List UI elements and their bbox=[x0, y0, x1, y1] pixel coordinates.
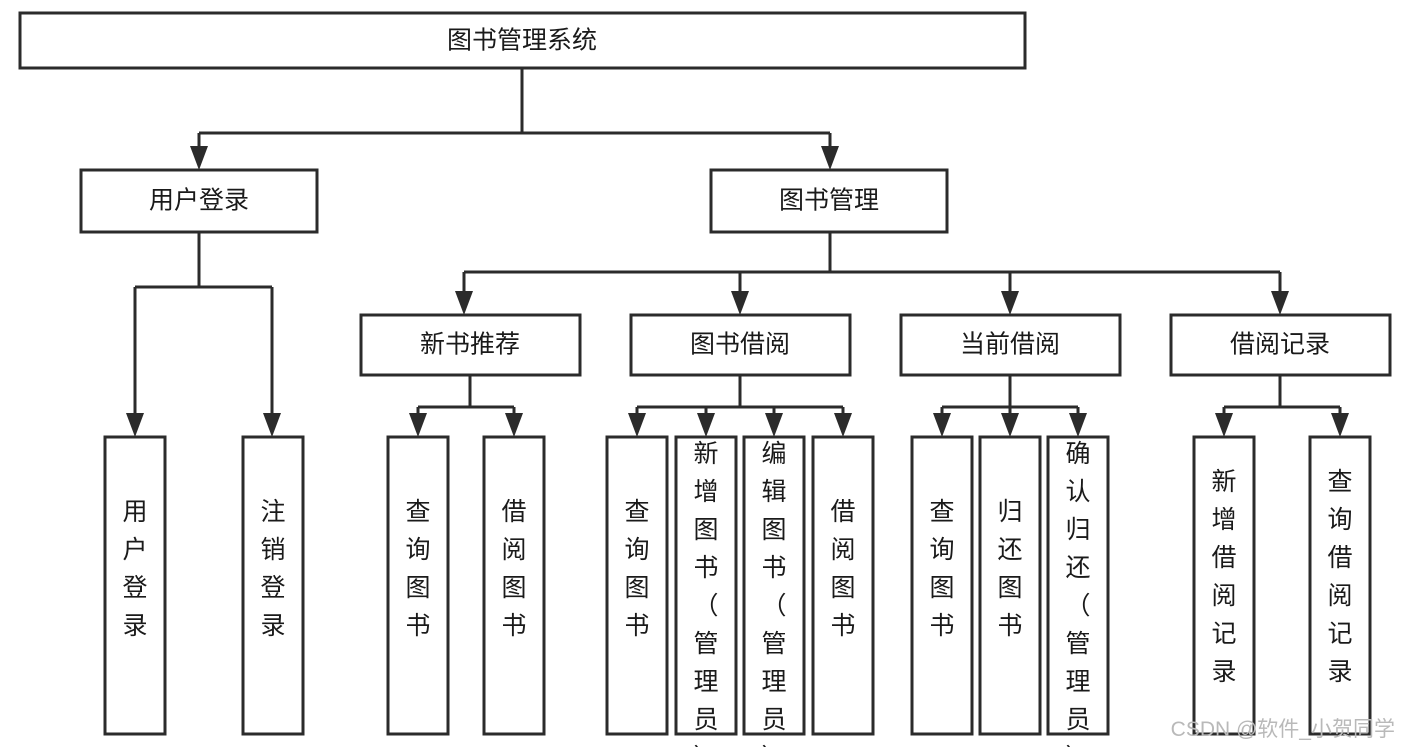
node-leaf-newbook-borrow-box[interactable] bbox=[482, 435, 546, 736]
arrow-borrow-to-leaf3-icon bbox=[765, 413, 783, 437]
node-leaf-current-return-box[interactable] bbox=[978, 435, 1042, 736]
node-leaf-current-confirm-label: 确认归还（管理员） bbox=[1065, 440, 1090, 747]
node-leaf-records-query-label: 查询借阅记录 bbox=[1327, 468, 1352, 686]
node-leaf-current-confirm[interactable]: 确认归还（管理员） bbox=[1046, 435, 1110, 747]
arrow-borrow-to-leaf2-icon bbox=[697, 413, 715, 437]
node-borrow-label: 图书借阅 bbox=[690, 331, 790, 359]
node-leaf-user-logout[interactable]: 注销登录 bbox=[241, 435, 305, 736]
node-login-label: 用户登录 bbox=[149, 187, 249, 215]
node-borrow-box[interactable] bbox=[629, 313, 852, 377]
node-bookmgmt[interactable]: 图书管理 bbox=[709, 168, 949, 234]
arrow-records-to-leaf1-icon bbox=[1215, 413, 1233, 437]
node-newbook[interactable]: 新书推荐 bbox=[359, 313, 582, 377]
node-leaf-borrow-query-label: 查询图书 bbox=[624, 498, 649, 640]
node-leaf-records-add-box[interactable] bbox=[1192, 435, 1256, 736]
node-leaf-records-add-label: 新增借阅记录 bbox=[1211, 468, 1236, 686]
node-leaf-current-query-box[interactable] bbox=[910, 435, 974, 736]
node-root[interactable]: 图书管理系统 bbox=[18, 11, 1027, 70]
node-leaf-newbook-borrow[interactable]: 借阅图书 bbox=[482, 435, 546, 736]
node-bookmgmt-label: 图书管理 bbox=[779, 187, 879, 215]
node-leaf-user-login[interactable]: 用户登录 bbox=[103, 435, 167, 736]
connector-group-current bbox=[933, 375, 1087, 437]
arrow-login-to-leaf2-icon bbox=[263, 413, 281, 437]
node-leaf-borrow-add[interactable]: 新增图书（管理员） bbox=[674, 435, 738, 747]
arrow-borrow-to-leaf1-icon bbox=[628, 413, 646, 437]
node-leaf-records-query-box[interactable] bbox=[1308, 435, 1372, 736]
arrow-bookmgmt-to-borrow-icon bbox=[731, 291, 749, 315]
node-current-label: 当前借阅 bbox=[960, 331, 1060, 359]
node-root-box[interactable] bbox=[18, 11, 1027, 70]
node-leaf-newbook-query-box[interactable] bbox=[386, 435, 450, 736]
arrow-newbook-to-leaf2-icon bbox=[505, 413, 523, 437]
node-leaf-newbook-borrow-label: 借阅图书 bbox=[501, 498, 526, 640]
node-leaf-borrow-lend-label: 借阅图书 bbox=[830, 498, 855, 640]
node-leaf-records-add[interactable]: 新增借阅记录 bbox=[1192, 435, 1256, 736]
arrow-records-to-leaf2-icon bbox=[1331, 413, 1349, 437]
arrow-current-to-leaf3-icon bbox=[1069, 413, 1087, 437]
node-login-box[interactable] bbox=[79, 168, 319, 234]
arrow-root-to-login-icon bbox=[190, 146, 208, 170]
node-borrow[interactable]: 图书借阅 bbox=[629, 313, 852, 377]
node-leaf-borrow-query-box[interactable] bbox=[605, 435, 669, 736]
node-records[interactable]: 借阅记录 bbox=[1169, 313, 1392, 377]
arrow-bookmgmt-to-current-icon bbox=[1001, 291, 1019, 315]
node-leaf-borrow-lend[interactable]: 借阅图书 bbox=[811, 435, 875, 736]
node-current-box[interactable] bbox=[899, 313, 1122, 377]
connector-group-newbook bbox=[409, 375, 523, 437]
node-leaf-borrow-edit[interactable]: 编辑图书（管理员） bbox=[742, 435, 806, 747]
node-records-label: 借阅记录 bbox=[1230, 331, 1330, 359]
node-leaf-user-login-label: 用户登录 bbox=[122, 498, 147, 640]
arrow-bookmgmt-to-newbook-icon bbox=[455, 291, 473, 315]
node-newbook-label: 新书推荐 bbox=[420, 331, 520, 359]
node-leaf-borrow-lend-box[interactable] bbox=[811, 435, 875, 736]
node-records-box[interactable] bbox=[1169, 313, 1392, 377]
node-leaf-current-return-label: 归还图书 bbox=[997, 498, 1022, 640]
node-leaf-records-query[interactable]: 查询借阅记录 bbox=[1308, 435, 1372, 736]
arrow-current-to-leaf1-icon bbox=[933, 413, 951, 437]
node-leaf-current-query-label: 查询图书 bbox=[929, 498, 954, 640]
arrow-current-to-leaf2-icon bbox=[1001, 413, 1019, 437]
connector-group-borrow bbox=[628, 375, 852, 437]
arrow-newbook-to-leaf1-icon bbox=[409, 413, 427, 437]
node-leaf-borrow-edit-label: 编辑图书（管理员） bbox=[761, 440, 786, 747]
node-leaf-borrow-query[interactable]: 查询图书 bbox=[605, 435, 669, 736]
node-leaf-current-confirm-box[interactable] bbox=[1046, 435, 1110, 736]
arrow-login-to-leaf1-icon bbox=[126, 413, 144, 437]
node-current[interactable]: 当前借阅 bbox=[899, 313, 1122, 377]
node-leaf-user-logout-box[interactable] bbox=[241, 435, 305, 736]
connector-group-bookmgmt bbox=[455, 232, 1289, 315]
node-newbook-box[interactable] bbox=[359, 313, 582, 377]
node-leaf-borrow-add-box[interactable] bbox=[674, 435, 738, 736]
connector-group-root bbox=[190, 68, 839, 170]
node-root-label: 图书管理系统 bbox=[447, 27, 597, 55]
node-leaf-newbook-query[interactable]: 查询图书 bbox=[386, 435, 450, 736]
arrow-bookmgmt-to-records-icon bbox=[1271, 291, 1289, 315]
connector-group-records bbox=[1215, 375, 1349, 437]
node-leaf-current-query[interactable]: 查询图书 bbox=[910, 435, 974, 736]
node-bookmgmt-box[interactable] bbox=[709, 168, 949, 234]
watermark-text: CSDN @软件_小贺同学 bbox=[1171, 718, 1395, 741]
node-leaf-user-logout-label: 注销登录 bbox=[260, 498, 285, 640]
node-leaf-borrow-edit-box[interactable] bbox=[742, 435, 806, 736]
node-leaf-borrow-add-label: 新增图书（管理员） bbox=[693, 440, 718, 747]
node-leaf-newbook-query-label: 查询图书 bbox=[405, 498, 430, 640]
node-leaf-user-login-box[interactable] bbox=[103, 435, 167, 736]
arrow-root-to-bookmgmt-icon bbox=[821, 146, 839, 170]
node-leaf-current-return[interactable]: 归还图书 bbox=[978, 435, 1042, 736]
connector-group-login bbox=[126, 232, 281, 437]
node-login[interactable]: 用户登录 bbox=[79, 168, 319, 234]
arrow-borrow-to-leaf4-icon bbox=[834, 413, 852, 437]
